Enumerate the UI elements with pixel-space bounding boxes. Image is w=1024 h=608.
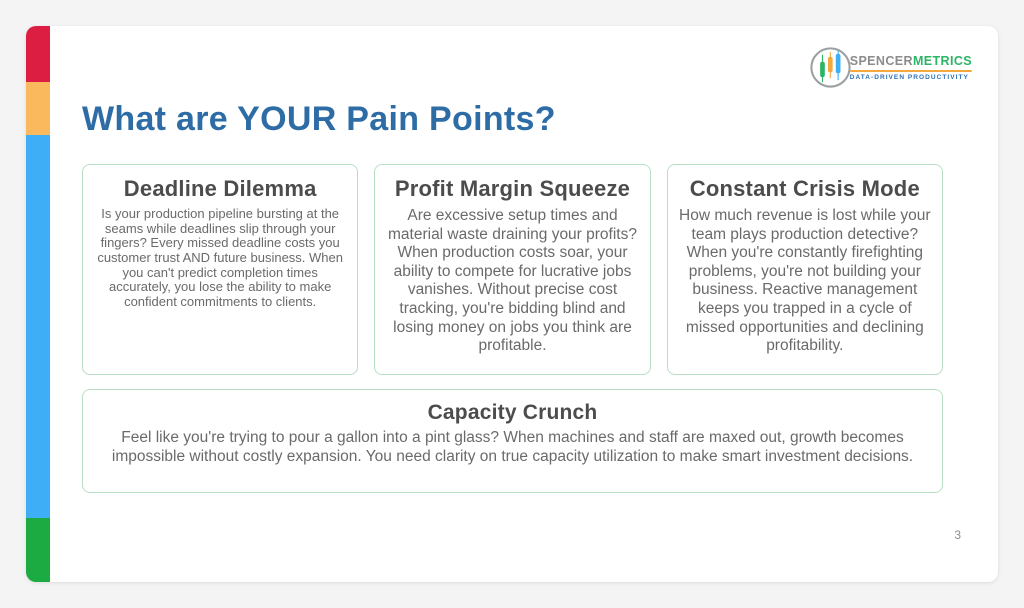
- logo-tagline: DATA-DRIVEN PRODUCTIVITY: [849, 73, 969, 81]
- card-title: Constant Crisis Mode: [689, 176, 920, 201]
- card-title: Deadline Dilemma: [123, 176, 317, 201]
- logo-text: SPENCERMETRICS DATA-DRIVEN PRODUCTIVITY: [849, 54, 972, 81]
- card-body: Are excessive setup times and material w…: [388, 207, 637, 355]
- card-title: Profit Margin Squeeze: [394, 176, 631, 201]
- spencermetrics-logo: SPENCERMETRICS DATA-DRIVEN PRODUCTIVITY: [807, 43, 972, 90]
- accent-bar: [26, 26, 50, 582]
- card-deadline-dilemma: Deadline Dilemma Is your production pipe…: [82, 164, 359, 375]
- card-body: Feel like you're trying to pour a gallon…: [111, 429, 914, 465]
- page-number: 3: [954, 528, 961, 542]
- card-constant-crisis-mode: Constant Crisis Mode How much revenue is…: [666, 164, 943, 375]
- logo-underline: [849, 69, 972, 72]
- accent-bar-segment-blue: [26, 135, 50, 518]
- accent-bar-segment-orange: [26, 82, 50, 135]
- logo-wordmark-primary: SPENCER: [849, 54, 913, 69]
- logo-wordmark: SPENCERMETRICS: [850, 54, 972, 68]
- card-profit-margin-squeeze: Profit Margin Squeeze Are excessive setu…: [374, 164, 651, 375]
- card-title: Capacity Crunch: [427, 401, 598, 424]
- spencermetrics-logo-icon: [810, 47, 851, 88]
- logo-wordmark-secondary: METRICS: [912, 54, 972, 69]
- accent-bar-segment-green: [26, 518, 50, 582]
- card-body: How much revenue is lost while your team…: [679, 207, 931, 355]
- accent-bar-segment-red: [26, 26, 50, 82]
- presentation-slide: SPENCERMETRICS DATA-DRIVEN PRODUCTIVITY …: [26, 26, 998, 582]
- card-capacity-crunch: Capacity Crunch Feel like you're trying …: [82, 389, 943, 493]
- slide-title: What are YOUR Pain Points?: [82, 100, 556, 138]
- pain-point-cards-row: Deadline Dilemma Is your production pipe…: [82, 164, 943, 375]
- card-body: Is your production pipeline bursting at …: [97, 206, 343, 310]
